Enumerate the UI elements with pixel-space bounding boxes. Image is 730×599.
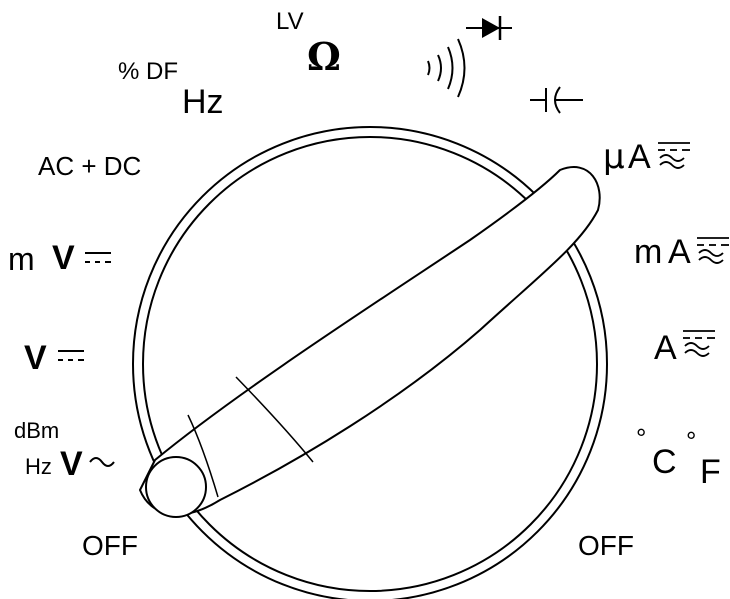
micro-prefix: μ xyxy=(603,137,625,177)
dc-icon-mv xyxy=(85,252,111,263)
dc-mv-prefix: m xyxy=(8,241,35,277)
milliamps-unit[interactable]: A xyxy=(668,233,691,271)
lv-label: LV xyxy=(276,8,304,35)
ac-icon xyxy=(89,457,115,467)
percent-df-label: % DF xyxy=(118,58,178,85)
dc-volts-unit[interactable]: V xyxy=(24,339,47,377)
knob-body[interactable] xyxy=(139,166,601,516)
hz-prefix-label: Hz xyxy=(25,454,52,479)
dbm-label: dBm xyxy=(14,418,60,443)
off-label-right[interactable]: OFF xyxy=(578,530,634,561)
degree-f-mark: ° xyxy=(686,426,697,456)
beeper-icon xyxy=(427,38,466,98)
amps-unit[interactable]: A xyxy=(654,329,677,367)
fahrenheit-label[interactable]: F xyxy=(700,453,721,491)
ac-dc-label[interactable]: AC + DC xyxy=(38,151,142,181)
ac-volts-unit[interactable]: V xyxy=(60,445,83,483)
ohm-label[interactable]: Ω xyxy=(307,34,341,79)
hz-label[interactable]: Hz xyxy=(182,83,224,121)
off-label-left[interactable]: OFF xyxy=(82,530,138,561)
microamps-unit[interactable]: A xyxy=(628,138,651,176)
knob-grip-ridge-2 xyxy=(235,376,314,463)
capacitor-icon xyxy=(530,86,583,114)
dc-icon-v xyxy=(58,350,84,361)
knob-grip-ridge-1 xyxy=(187,414,219,498)
dc-mv-unit[interactable]: V xyxy=(52,239,75,277)
celsius-label[interactable]: C xyxy=(652,443,677,481)
degree-c-mark: ° xyxy=(636,423,647,453)
knob-hub[interactable] xyxy=(145,456,207,518)
dial-inner-ring xyxy=(142,136,598,592)
milli-prefix: m xyxy=(634,233,663,271)
ac-dc-icon-ua xyxy=(658,142,690,169)
diode-icon xyxy=(466,16,512,40)
selector-knob[interactable] xyxy=(139,166,601,518)
ac-dc-icon-ma xyxy=(697,237,729,264)
ac-dc-icon-a xyxy=(683,330,715,357)
